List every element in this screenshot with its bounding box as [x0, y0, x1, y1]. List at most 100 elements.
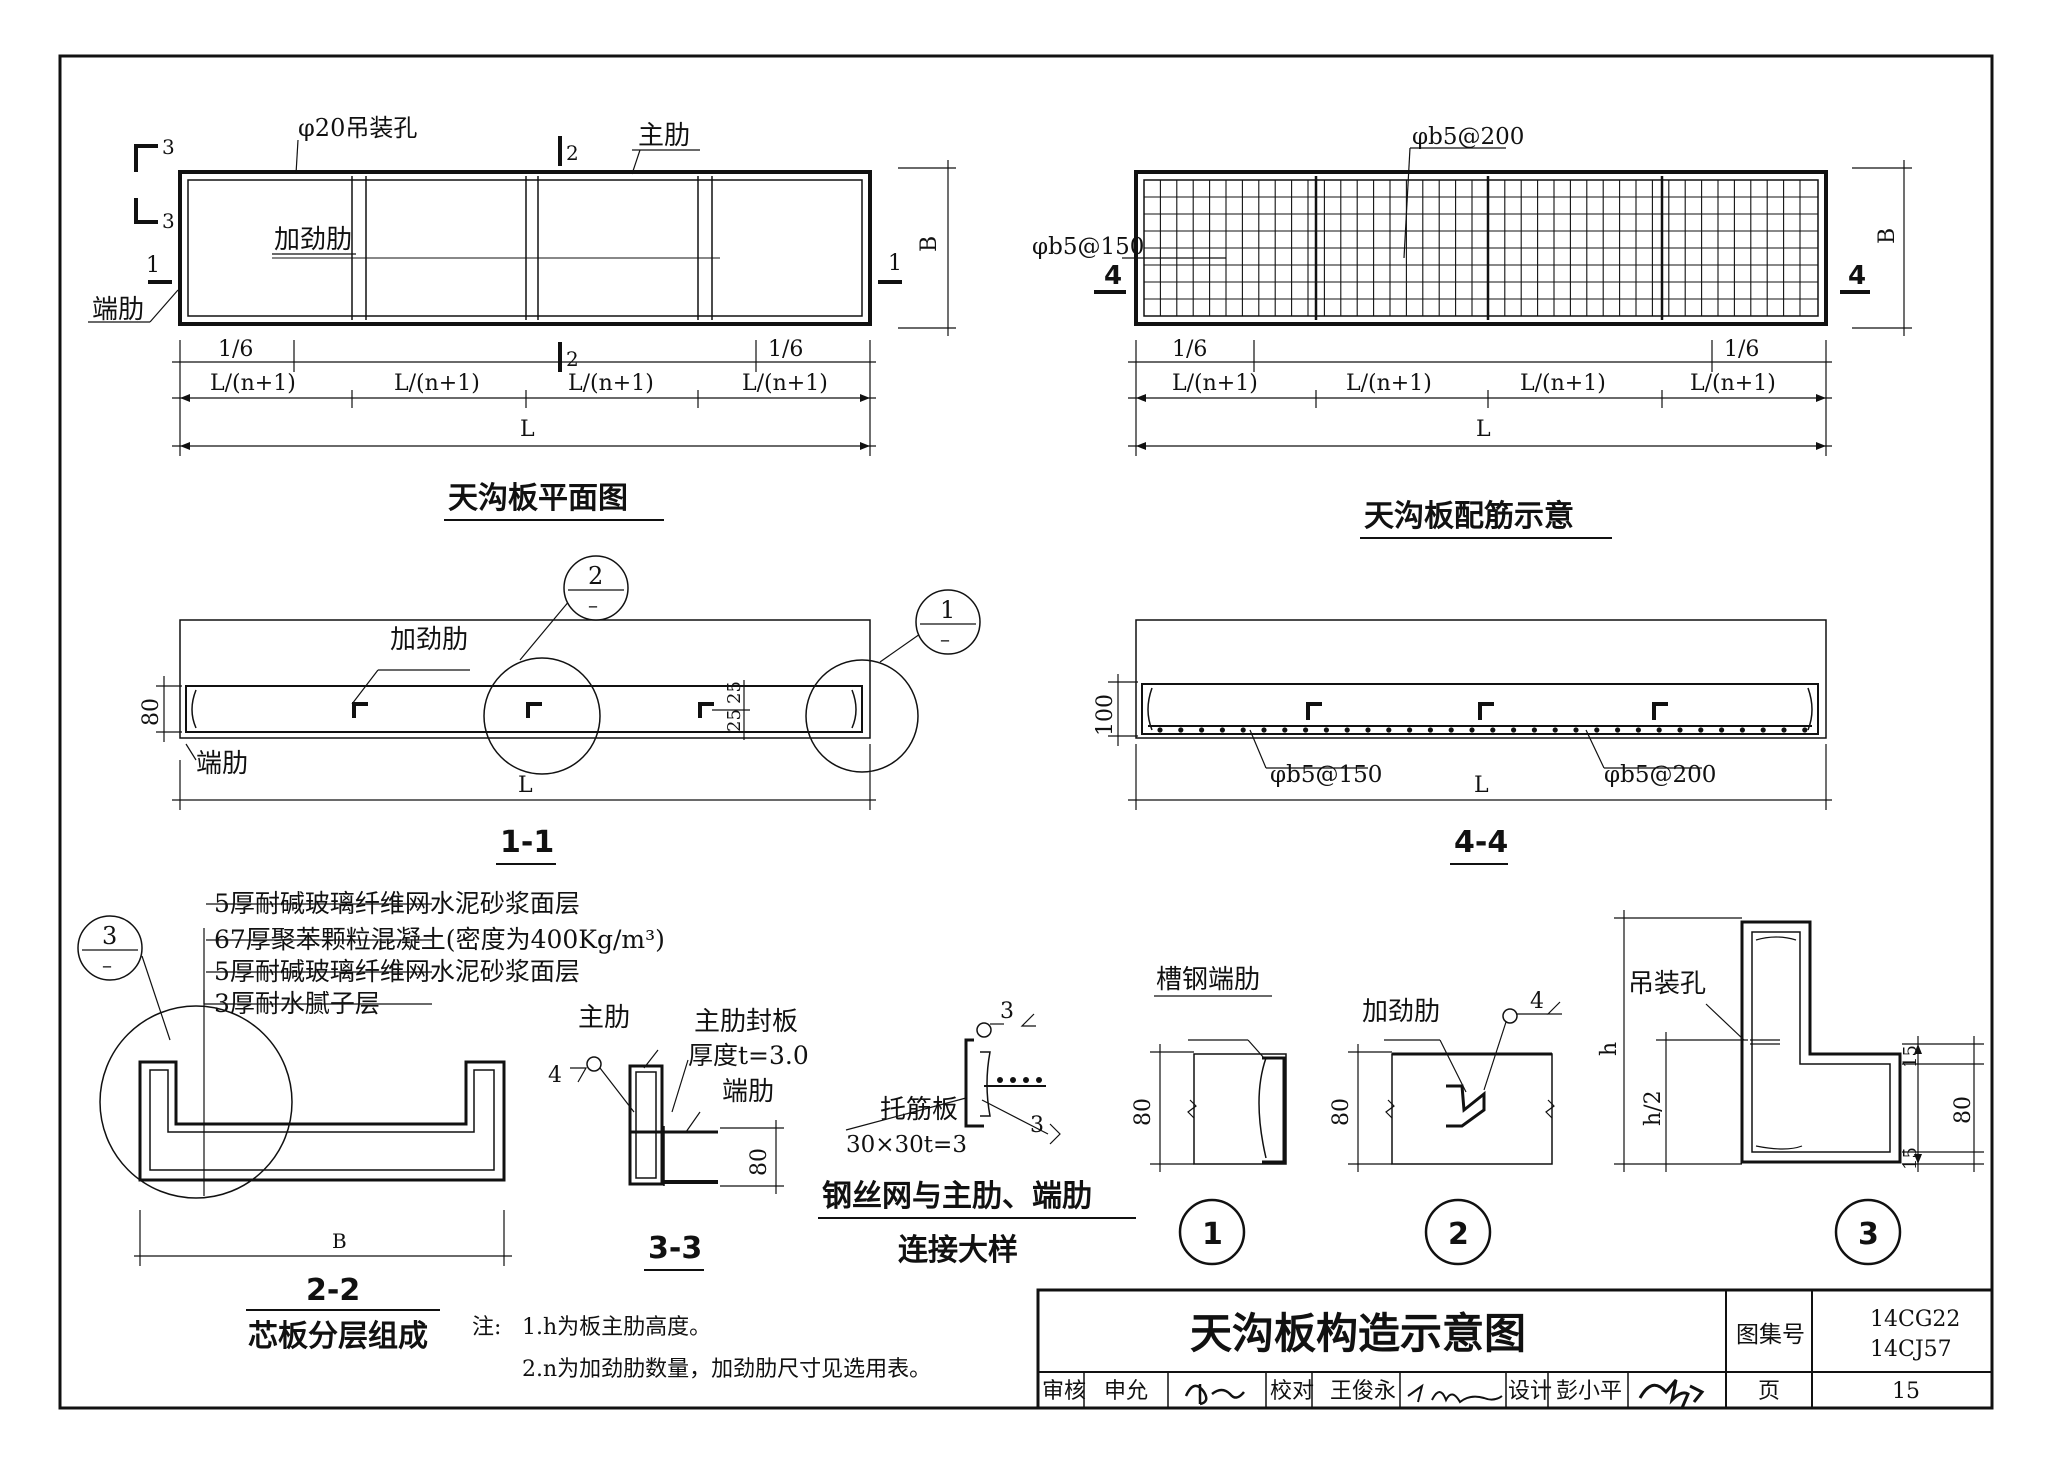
rebar-dot [1573, 727, 1579, 733]
detail-1 [1150, 1039, 1287, 1266]
rebar-dot [1386, 727, 1392, 733]
title-block-reviewer: 申允 [1104, 1379, 1148, 1404]
detail2-weld: 4 [1530, 989, 1544, 1014]
rebar-dim-sixth-left: 1/6 [1172, 337, 1207, 362]
sec11-detail2-num: 2 [588, 562, 603, 590]
sec22-detail3-sheet: – [102, 953, 112, 977]
sec22-layer-1: 5厚耐碱玻璃纤维网水泥砂浆面层 [214, 889, 580, 918]
mesh-plate-size: 30×30t=3 [846, 1132, 967, 1158]
sec22-title: 2-2 [306, 1273, 360, 1308]
title-block-atlas-no-1: 14CG22 [1870, 1307, 1960, 1332]
rebar-dim-sixth-right: 1/6 [1724, 337, 1759, 362]
sec11-detail1-num: 1 [940, 596, 955, 624]
plan-dim-sixth-right: 1/6 [768, 337, 803, 362]
sec33-thickness: 厚度t=3.0 [688, 1041, 809, 1070]
mesh-title-1: 钢丝网与主肋、端肋 [822, 1179, 1092, 1214]
rebar-dot [1739, 727, 1745, 733]
title-block-atlas-no-2: 14CJ57 [1870, 1337, 1952, 1362]
plan-dim-span-3: L/(n+1) [568, 371, 654, 396]
detail2-num: 2 [1448, 1217, 1469, 1252]
sec22-layer-4: 3厚耐水腻子层 [214, 989, 380, 1018]
title-block-check-label: 校对 [1270, 1379, 1314, 1404]
rebar-dot [1760, 727, 1766, 733]
rebar-dot [1282, 727, 1288, 733]
sheet-border [58, 54, 1994, 1410]
rebar-dim-B: B [1875, 228, 1900, 244]
plan-stiffener: 加劲肋 [274, 225, 352, 255]
reviewer-signature [1184, 1384, 1245, 1406]
rebar-dot [1615, 727, 1621, 733]
section-3-3 [570, 1049, 784, 1194]
mesh-title-2: 连接大样 [898, 1233, 1018, 1268]
plan-sec1-left: 1 [146, 253, 160, 278]
checker-signature [1407, 1383, 1503, 1404]
section-4-4 [1108, 619, 1832, 810]
plan-end-rib: 端肋 [92, 295, 144, 325]
rebar-dot [1261, 727, 1267, 733]
detail-3 [1614, 910, 1984, 1266]
title-block-design-label: 设计 [1508, 1379, 1552, 1404]
rebar-dot [1635, 727, 1641, 733]
sec11-dim-L: L [518, 773, 533, 798]
rebar-dot [1157, 727, 1163, 733]
rebar-dot [1677, 727, 1683, 733]
plan-dim-B: B [917, 236, 942, 252]
sec44-dim-L: L [1474, 773, 1489, 798]
title-block-page-no: 15 [1892, 1379, 1920, 1404]
sec11-dim-80: 80 [139, 698, 164, 726]
mesh-support-plate: 托筋板 [880, 1095, 958, 1125]
sec11-end-rib: 端肋 [196, 749, 248, 779]
section-1-1 [156, 555, 981, 810]
sec22-dim-B: B [332, 1229, 347, 1253]
rebar-dot [1781, 727, 1787, 733]
plan-dim-span-1: L/(n+1) [210, 371, 296, 396]
rebar-title: 天沟板配筋示意 [1364, 499, 1574, 534]
plan-sec2-bot: 2 [566, 347, 579, 371]
rebar-dot [1199, 727, 1205, 733]
detail3-dim-h2: h/2 [1641, 1090, 1666, 1126]
detail2-label: 加劲肋 [1362, 997, 1440, 1027]
title-block-page-label: 页 [1758, 1379, 1780, 1404]
sec11-stiffener: 加劲肋 [390, 625, 468, 655]
rebar-dot [1010, 1077, 1016, 1083]
rebar-dot [1594, 727, 1600, 733]
title-block-title: 天沟板构造示意图 [1190, 1309, 1526, 1358]
detail3-dim-15a: 15 [1900, 1045, 1921, 1068]
plan-dim-span-4: L/(n+1) [742, 371, 828, 396]
title-block-checker: 王俊永 [1330, 1379, 1396, 1404]
title-block-designer: 彭小平 [1556, 1379, 1622, 1404]
notes-item-2: 2.n为加劲肋数量，加劲肋尺寸见选用表。 [522, 1357, 931, 1382]
sec33-dim-80: 80 [747, 1148, 772, 1176]
rebar-dot [1490, 727, 1496, 733]
detail2-dim-80: 80 [1329, 1098, 1354, 1126]
rebar-dot [1802, 727, 1808, 733]
sec22-layer-3: 5厚耐碱玻璃纤维网水泥砂浆面层 [214, 957, 580, 986]
rebar-dim-span-4: L/(n+1) [1690, 371, 1776, 396]
rebar-dim-L: L [1476, 417, 1491, 442]
plan-sec2-top: 2 [566, 141, 579, 165]
sec22-layer-2: 67厚聚苯颗粒混凝土(密度为400Kg/m³) [214, 925, 665, 954]
rebar-dot [1698, 727, 1704, 733]
plan-sec3-bot: 3 [162, 209, 175, 233]
sec44-mesh-200: φb5@200 [1604, 762, 1716, 788]
detail3-label: 吊装孔 [1628, 969, 1706, 999]
rebar-dot [1552, 727, 1558, 733]
title-block-atlas-label: 图集号 [1736, 1322, 1805, 1348]
sec11-detail2-sheet: – [588, 593, 598, 617]
detail3-dim-80: 80 [1951, 1096, 1976, 1124]
plan-main-rib: 主肋 [638, 121, 690, 151]
plan-sec3-top: 3 [162, 135, 175, 159]
rebar-dot [1323, 727, 1329, 733]
rebar-dot [1023, 1077, 1029, 1083]
mesh-weld-a: 3 [1000, 999, 1014, 1024]
sec11-dim-25b: 25 [724, 709, 745, 732]
sec22-subtitle: 芯板分层组成 [248, 1319, 428, 1354]
sec22-detail3-num: 3 [102, 922, 117, 950]
rebar-dot [1344, 727, 1350, 733]
detail1-label: 槽钢端肋 [1156, 965, 1260, 995]
sec44-dim-100: 100 [1093, 694, 1118, 736]
rebar-view [1094, 147, 1912, 456]
detail-2 [1348, 1001, 1562, 1266]
sec33-title: 3-3 [648, 1231, 702, 1266]
